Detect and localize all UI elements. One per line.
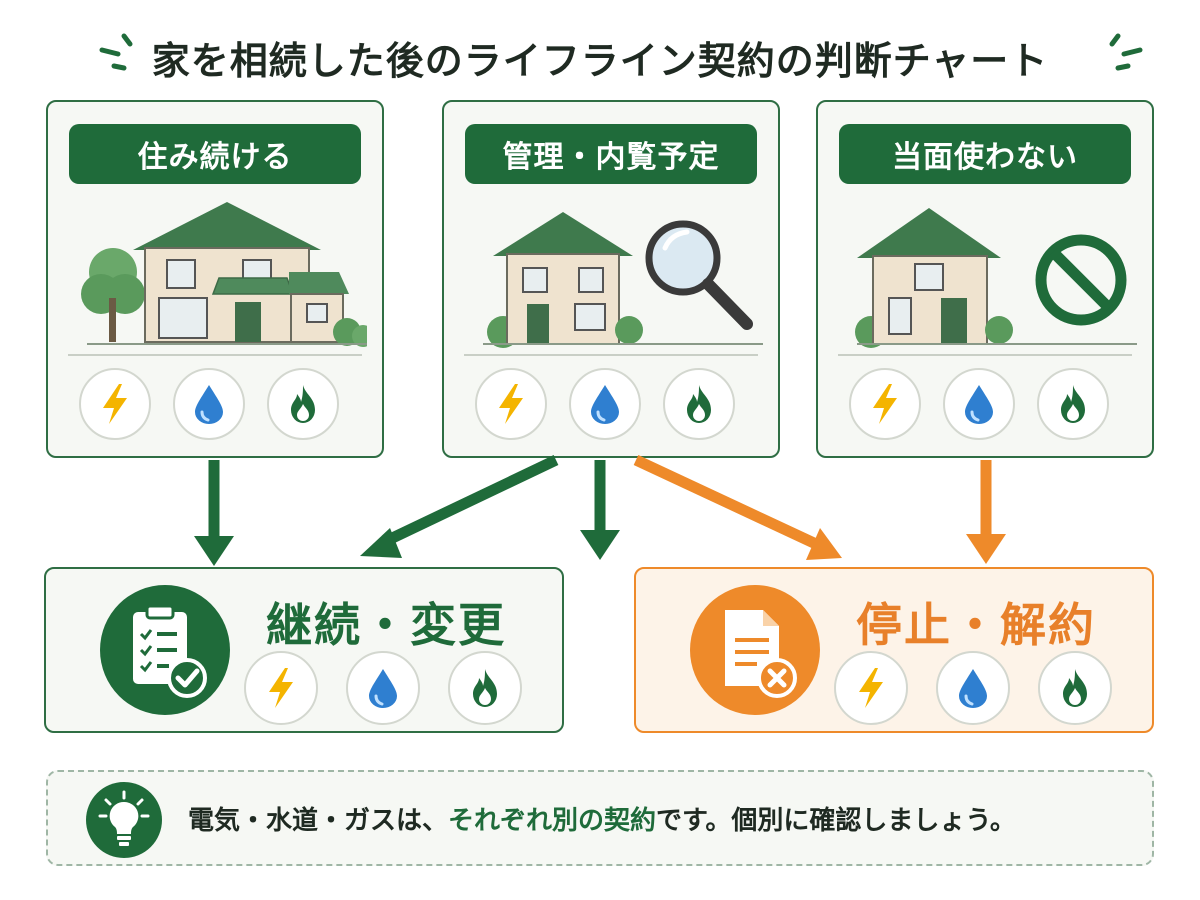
lightbulb-icon <box>86 782 162 858</box>
house-with-magnifier-icon <box>483 212 763 348</box>
tip-text-before: 電気・水道・ガスは、 <box>188 806 449 836</box>
arrow-live-to-continue <box>194 460 234 566</box>
gas-flame-icon <box>663 368 735 440</box>
electricity-bolt-icon <box>79 368 151 440</box>
divider <box>68 354 362 356</box>
title-area: 家を相続した後のライフライン契約の判断チャート <box>0 22 1200 92</box>
utility-icon-row <box>475 368 735 440</box>
electricity-bolt-icon <box>244 651 318 725</box>
badge <box>690 585 820 715</box>
water-drop-icon <box>173 368 245 440</box>
divider <box>464 354 758 356</box>
outcome-title: 停止・解約 <box>856 598 1096 652</box>
outcome-card-continue: 継続・変更 <box>44 567 564 733</box>
electricity-bolt-icon <box>834 651 908 725</box>
situation-card-manage: 管理・内覧予定 <box>442 100 780 458</box>
tip-text: 電気・水道・ガスは、それぞれ別の契約です。個別に確認しましょう。 <box>188 800 1016 837</box>
gas-flame-icon <box>1038 651 1112 725</box>
divider <box>838 354 1132 356</box>
electricity-bolt-icon <box>475 368 547 440</box>
outcome-title: 継続・変更 <box>266 598 506 652</box>
situation-card-unused: 当面使わない <box>816 100 1154 458</box>
spark-right-icon <box>1109 33 1143 71</box>
electricity-bolt-icon <box>849 368 921 440</box>
situation-label: 住み続ける <box>69 124 361 184</box>
water-drop-icon <box>936 651 1010 725</box>
checklist-check-icon <box>133 604 207 698</box>
utility-icon-row <box>849 368 1109 440</box>
page-title: 家を相続した後のライフライン契約の判断チャート <box>151 38 1049 83</box>
situation-label: 当面使わない <box>839 124 1131 184</box>
outcome-card-stop: 停止・解約 <box>634 567 1154 733</box>
document-cancel-icon <box>725 610 797 698</box>
water-drop-icon <box>943 368 1015 440</box>
tip-box: 電気・水道・ガスは、それぞれ別の契約です。個別に確認しましょう。 <box>46 770 1154 866</box>
two-story-house-icon <box>81 202 367 347</box>
house-with-prohibited-sign-icon <box>855 208 1137 348</box>
situation-card-live: 住み続ける <box>46 100 384 458</box>
utility-icon-row <box>834 651 1112 725</box>
water-drop-icon <box>569 368 641 440</box>
gas-flame-icon <box>448 651 522 725</box>
gas-flame-icon <box>267 368 339 440</box>
water-drop-icon <box>346 651 420 725</box>
utility-icon-row <box>244 651 522 725</box>
arrow-manage-to-stop <box>633 455 842 560</box>
utility-icon-row <box>79 368 339 440</box>
badge <box>100 585 230 715</box>
arrow-manage-down <box>580 460 620 560</box>
tip-text-after: です。個別に確認しましょう。 <box>656 806 1016 836</box>
spark-left-icon <box>99 33 133 71</box>
tip-text-highlight: それぞれ別の契約 <box>448 806 657 836</box>
arrow-manage-to-continue <box>360 455 559 558</box>
situation-label: 管理・内覧予定 <box>465 124 757 184</box>
gas-flame-icon <box>1037 368 1109 440</box>
arrow-unused-to-stop <box>966 460 1006 564</box>
